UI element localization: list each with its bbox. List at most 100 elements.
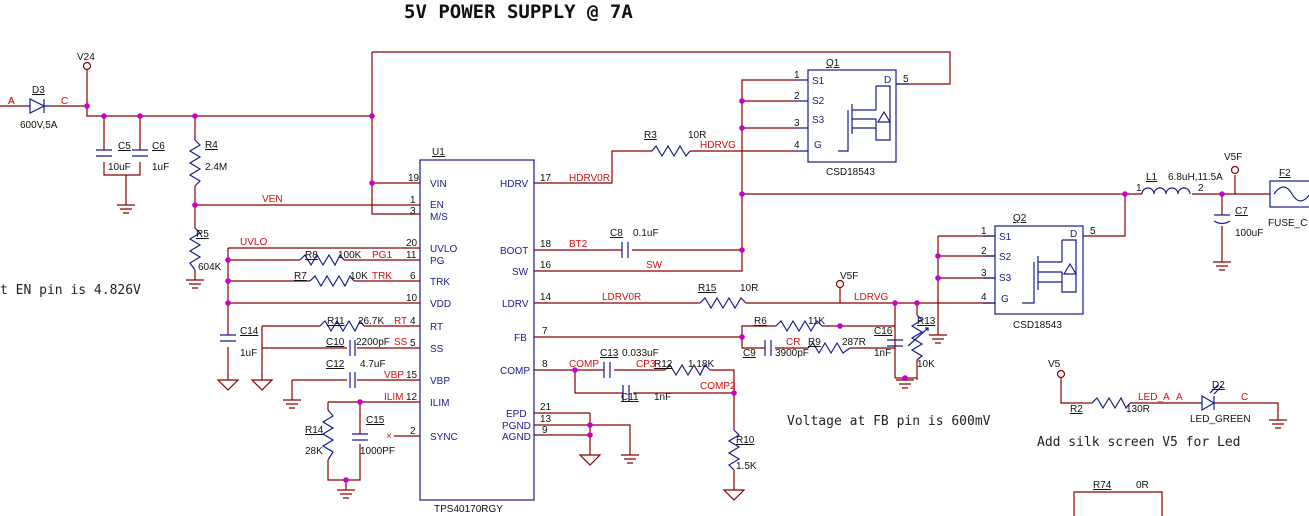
q1-high-side-mosfet[interactable]: Q1 CSD18543 S1 S2 S3 G D 1 2 3 4 5 xyxy=(794,58,909,178)
d3-value: 600V,5A xyxy=(20,120,58,131)
v5-power-symbol: V5 xyxy=(1048,359,1066,379)
r13-value: 10K xyxy=(917,359,935,370)
q2-pin-num: 5 xyxy=(1090,226,1096,237)
net-ss: SS xyxy=(394,337,408,348)
c13-capacitor[interactable]: C13 0.033uF xyxy=(600,348,659,378)
c12-ref: C12 xyxy=(326,359,345,370)
u1-pin-num: 17 xyxy=(540,173,552,184)
u1-pin-num: 18 xyxy=(540,239,552,250)
q2-pin: S2 xyxy=(999,252,1012,263)
q1-pin: S3 xyxy=(812,115,825,126)
c7-capacitor[interactable]: C7 100uF xyxy=(1213,206,1263,239)
r5-resistor[interactable]: R5 604K xyxy=(188,227,222,273)
c14-capacitor[interactable]: C14 1uF xyxy=(220,326,259,359)
r9-resistor[interactable]: R9 287R xyxy=(807,337,866,355)
r14-resistor[interactable]: R14 28K xyxy=(305,409,335,461)
r10-resistor[interactable]: R10 1.5K xyxy=(727,429,757,472)
r4-resistor[interactable]: R4 2.4M xyxy=(188,139,227,187)
d3-cathode-label: C xyxy=(61,96,68,107)
r8-resistor[interactable]: R8 100K xyxy=(299,250,362,267)
d2-led[interactable]: D2 LED_GREEN A C xyxy=(1176,380,1251,425)
u1-pin-num: 8 xyxy=(542,359,548,370)
q2-pin-num: 4 xyxy=(981,292,987,303)
u1-pin-name: M/S xyxy=(430,212,448,223)
r8-ref: R8 xyxy=(305,250,318,261)
c7-value: 100uF xyxy=(1235,228,1263,239)
r5-ref: R5 xyxy=(196,229,209,240)
net-comp: COMP xyxy=(569,359,599,370)
note-silk-screen: Add silk screen V5 for Led xyxy=(1037,435,1241,450)
u1-controller[interactable]: U1 TPS40170RGY VIN 19 EN 1 M/S 3 UVLO 20… xyxy=(386,147,552,515)
c14-value: 1uF xyxy=(240,348,257,359)
d3-diode[interactable]: D3 600V,5A A C xyxy=(8,85,68,131)
u1-pin-name: ILIM xyxy=(430,398,449,409)
q1-part: CSD18543 xyxy=(826,167,875,178)
note-en-pin: t EN pin is 4.826V xyxy=(0,283,141,298)
r2-resistor[interactable]: R2 130R xyxy=(1070,396,1150,415)
q1-pin: S2 xyxy=(812,96,825,107)
q2-pin: S1 xyxy=(999,232,1012,243)
r11-value: 26.7K xyxy=(358,316,384,327)
r11-resistor[interactable]: R11 26.7K xyxy=(319,316,384,333)
u1-pin-name: FB xyxy=(514,333,527,344)
u1-pin-num: 20 xyxy=(406,238,418,249)
r6-resistor[interactable]: R6 11K xyxy=(754,316,825,333)
note-fb-pin: Voltage at FB pin is 600mV xyxy=(787,414,991,429)
net-hdrvg: HDRVG xyxy=(700,140,736,151)
u1-pin-name: SYNC xyxy=(430,432,458,443)
u1-pin-num: 15 xyxy=(406,370,418,381)
u1-pin-num: 9 xyxy=(542,425,548,436)
c15-capacitor[interactable]: C15 1000PF xyxy=(352,415,395,457)
r74-resistor[interactable]: R74 0R xyxy=(1093,480,1149,491)
d2-ref: D2 xyxy=(1212,380,1225,391)
c11-value: 1nF xyxy=(654,392,671,403)
r3-value: 10R xyxy=(688,130,706,141)
r11-ref: R11 xyxy=(327,316,345,327)
u1-pin-num: 7 xyxy=(542,326,548,337)
r15-resistor[interactable]: R15 10R xyxy=(698,283,758,310)
q1-pin-num: 3 xyxy=(794,118,800,129)
c11-capacitor[interactable]: C11 1nF xyxy=(621,385,671,403)
c14-ref: C14 xyxy=(240,326,259,337)
q2-pin-num: 2 xyxy=(981,246,987,257)
u1-pin-num: 6 xyxy=(410,271,416,282)
r13-potentiometer[interactable]: R13 10K xyxy=(907,314,936,370)
r10-ref: R10 xyxy=(736,435,755,446)
r12-resistor[interactable]: R12 1.18K xyxy=(654,359,714,377)
q1-pin-num: 4 xyxy=(794,140,800,151)
c5-capacitor[interactable]: C5 10uF xyxy=(96,141,131,173)
net-labels: A VEN UVLO PG1 TRK RT SS VBP ILIM HDRV0R… xyxy=(8,96,1170,403)
c12-capacitor[interactable]: C12 4.7uF xyxy=(326,359,386,388)
u1-pin-name: AGND xyxy=(502,432,531,443)
r15-value: 10R xyxy=(740,283,758,294)
c8-capacitor[interactable]: C8 0.1uF xyxy=(610,228,659,258)
l1-pin-2: 2 xyxy=(1198,183,1204,194)
u1-pin-num: 2 xyxy=(410,426,416,437)
q2-pin-num: 1 xyxy=(981,226,987,237)
u1-pin-name: PGND xyxy=(502,421,531,432)
c8-value: 0.1uF xyxy=(633,228,659,239)
r3-resistor[interactable]: R3 10R xyxy=(644,130,706,158)
u1-pin-name: VDD xyxy=(430,299,451,310)
c6-capacitor[interactable]: C6 1uF xyxy=(132,141,169,173)
r4-value: 2.4M xyxy=(205,162,227,173)
u1-pin-name: COMP xyxy=(500,366,530,377)
r12-ref: R12 xyxy=(654,359,673,370)
r4-ref: R4 xyxy=(205,140,218,151)
c16-capacitor[interactable]: C16 1nF xyxy=(874,326,903,359)
f2-fuse[interactable]: F2 FUSE_C xyxy=(1268,168,1309,229)
c9-capacitor[interactable]: C9 3900pF xyxy=(743,340,809,359)
d2-value: LED_GREEN xyxy=(1190,414,1251,425)
u1-pin-name: LDRV xyxy=(502,299,529,310)
net-trk: TRK xyxy=(372,271,392,282)
r7-resistor[interactable]: R7 10K xyxy=(294,271,368,288)
c10-ref: C10 xyxy=(326,337,345,348)
r9-ref: R9 xyxy=(808,337,821,348)
c10-capacitor[interactable]: C10 2200pF xyxy=(326,337,390,356)
r14-ref: R14 xyxy=(305,425,324,436)
q2-pin-num: 3 xyxy=(981,268,987,279)
c5-value: 10uF xyxy=(108,162,131,173)
c7-ref: C7 xyxy=(1235,206,1248,217)
q2-low-side-mosfet[interactable]: Q2 CSD18543 S1 S2 S3 G D 1 2 3 4 5 xyxy=(981,213,1096,331)
l1-inductor[interactable]: L1 6.8uH,11.5A 1 2 xyxy=(1136,172,1223,195)
